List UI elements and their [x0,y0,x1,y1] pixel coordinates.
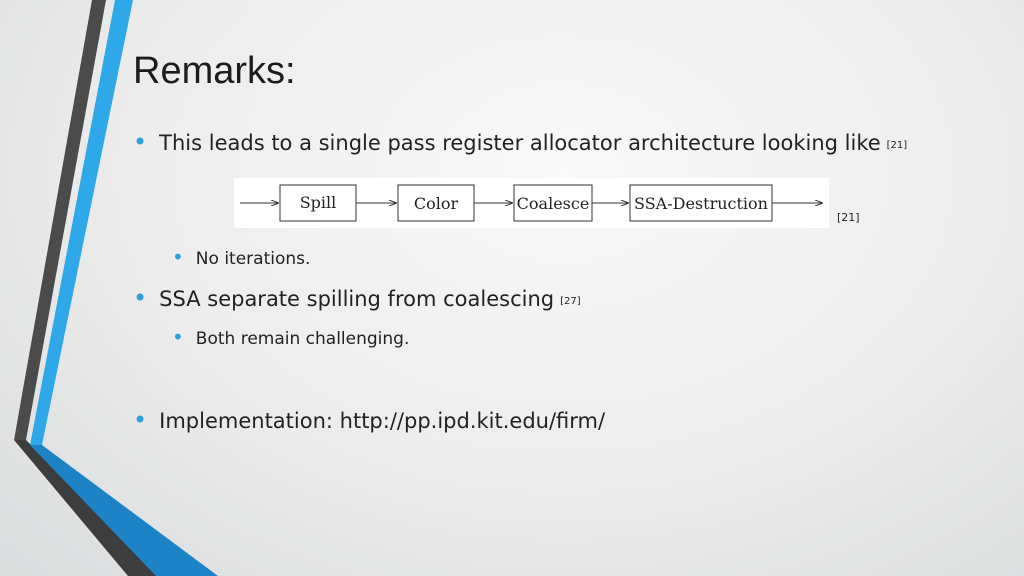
bullet-text: Implementation: http://pp.ipd.kit.edu/fi… [159,409,606,433]
allocator-pipeline-diagram: Spill Color Coalesce SSA-Destruction [234,178,829,228]
citation: [27] [560,296,581,307]
box-label-coalesce: Coalesce [517,194,590,213]
bullet-dot: • [172,245,184,269]
bullet-ssa-spilling: • SSA separate spilling from coalescing … [133,284,581,312]
box-spill [279,184,357,222]
bullet-both-challenging: • Both remain challenging. [172,325,409,349]
bullet-implementation: • Implementation: http://pp.ipd.kit.edu/… [133,406,605,434]
slide-title: Remarks: [133,50,296,92]
bullet-architecture: • This leads to a single pass register a… [133,128,907,156]
bullet-dot: • [133,128,148,156]
bullet-text: Both remain challenging. [195,329,410,349]
dark-stripe [14,0,106,440]
bullet-dot: • [133,284,148,312]
box-label-color: Color [414,194,459,213]
bullet-no-iterations: • No iterations. [172,245,310,269]
diagram-citation: [21] [837,211,860,224]
bullet-dot: • [133,406,148,434]
citation: [21] [886,140,908,151]
box-label-ssa-destruction: SSA-Destruction [634,194,768,213]
box-label-spill: Spill [300,193,337,212]
box-coalesce [513,184,593,222]
bullet-dot: • [172,325,184,349]
blue-stripe [30,0,133,445]
bullet-text: This leads to a single pass register all… [159,131,881,155]
bullet-text: No iterations. [195,249,311,269]
blue-lower-wedge [30,445,218,576]
bullet-text: SSA separate spilling from coalescing [159,287,555,311]
